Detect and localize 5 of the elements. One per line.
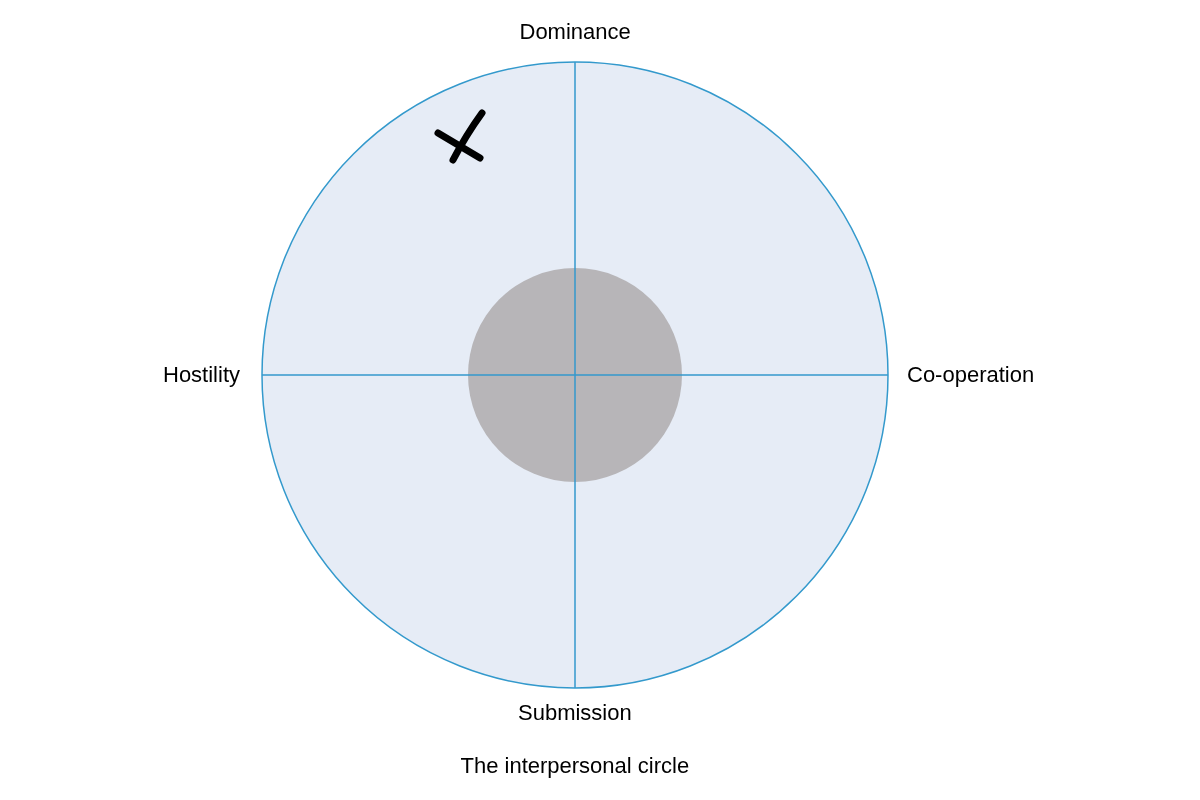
axis-label: Submission — [518, 700, 632, 726]
axis-label: Dominance — [519, 19, 631, 45]
caption: The interpersonal circle — [460, 753, 690, 779]
axis-label: Hostility — [163, 362, 240, 388]
axis-label: Co-operation — [907, 362, 1035, 388]
